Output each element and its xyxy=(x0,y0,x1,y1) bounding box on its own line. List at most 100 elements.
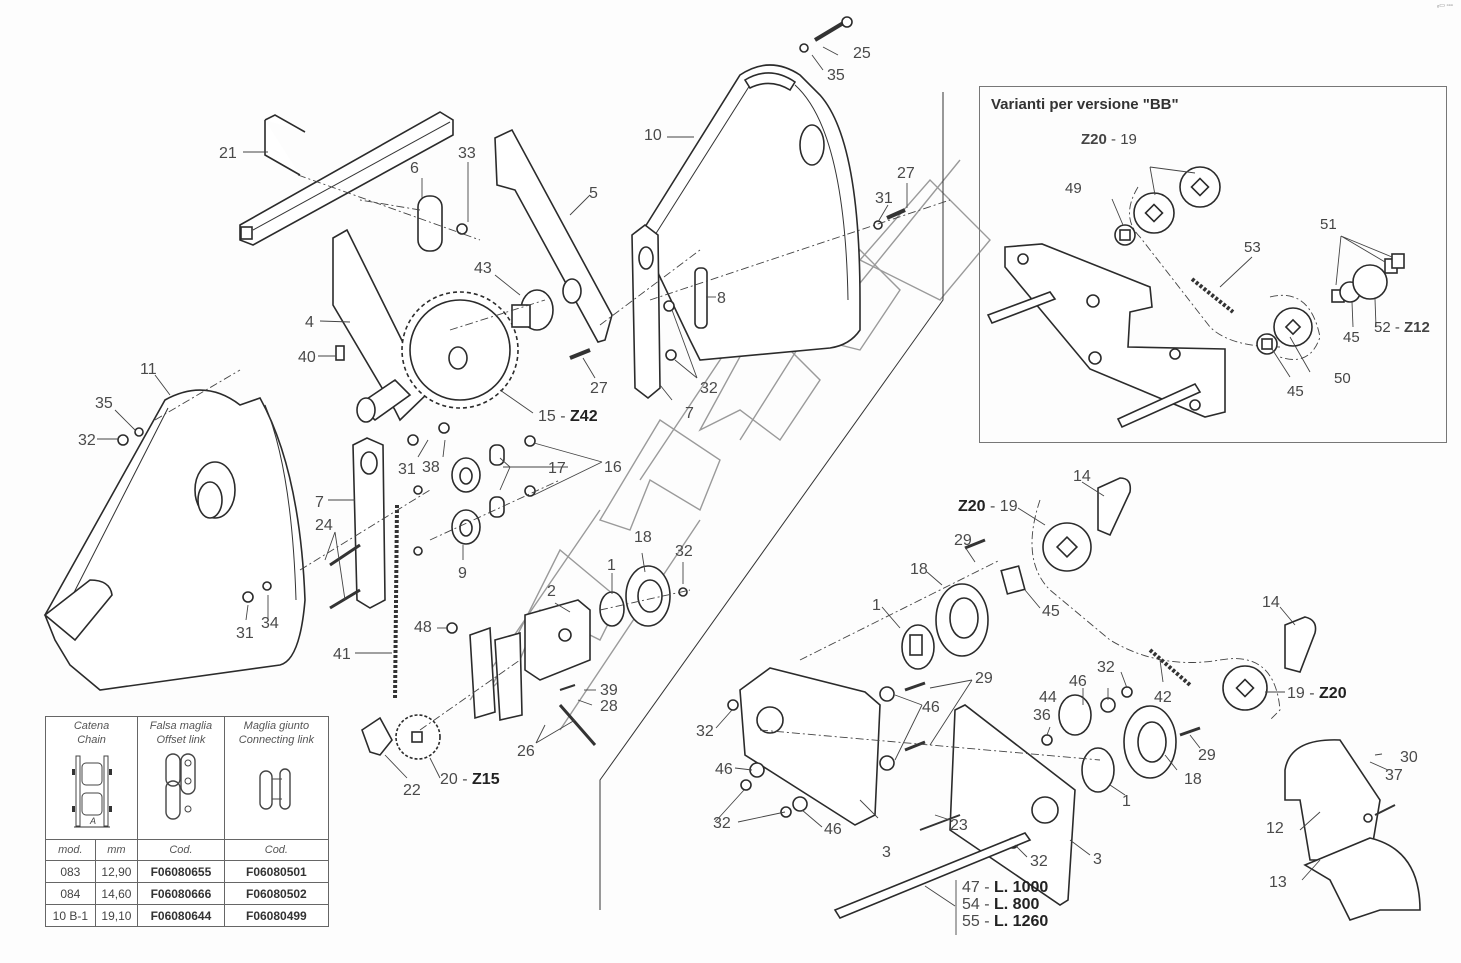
callout-27: 27 xyxy=(897,165,915,182)
part-22-clamp xyxy=(361,716,393,756)
offset-link-icon xyxy=(165,753,196,820)
part-5-bracket xyxy=(494,128,613,343)
table-row: 10 B-1 19,10 F06080644 F06080499 xyxy=(45,904,330,927)
shaft-54: 54 - L. 800 xyxy=(962,896,1039,913)
part-10-frame xyxy=(639,64,861,361)
callout-3: 3 xyxy=(882,844,891,861)
variant-callout-50: 50 xyxy=(1334,370,1351,387)
part-3-plate-left xyxy=(739,667,881,826)
callout-1: 1 xyxy=(607,557,616,574)
variant-callout-45b: 45 xyxy=(1287,383,1304,400)
subheader-cod-connecting: Cod. xyxy=(223,839,330,861)
corner-mark: ₒ▭ ▫▫▫ xyxy=(1437,3,1453,9)
table-row: 083 12,90 F06080655 F06080501 xyxy=(45,860,330,883)
variant-callout-52-z12: 52 - Z12 xyxy=(1374,319,1430,336)
cell-mm: 12,90 xyxy=(94,860,139,883)
clamp-14-upper xyxy=(1097,477,1132,537)
callout-18b: 18 xyxy=(910,561,928,578)
nut-33 xyxy=(456,223,468,235)
cell-connecting-code: F06080501 xyxy=(223,860,330,883)
callout-25: 25 xyxy=(853,45,871,62)
cell-mm: 19,10 xyxy=(94,904,139,927)
chain-42 xyxy=(1148,648,1192,687)
variant-bb-drawing xyxy=(986,166,1405,429)
subheader-mm: mm xyxy=(94,839,139,861)
connecting-link-icon xyxy=(259,768,292,810)
callout-32c: 32 xyxy=(675,543,693,560)
cell-offset-code: F06080655 xyxy=(137,860,225,883)
subheader-mod: mod. xyxy=(45,839,96,861)
callout-35b: 35 xyxy=(95,395,113,412)
callout-29b: 29 xyxy=(975,670,993,687)
callout-29c: 29 xyxy=(1198,747,1216,764)
callout-46d: 46 xyxy=(824,821,842,838)
callout-31b: 31 xyxy=(398,461,416,478)
variant-callout-53: 53 xyxy=(1244,239,1261,256)
cell-mm: 14,60 xyxy=(94,882,139,905)
cell-mod: 10 B-1 xyxy=(45,904,96,927)
variant-bb-box: Varianti per versione "BB" xyxy=(979,86,1447,443)
header-connecting-link: Maglia giunto Connecting link xyxy=(223,716,330,840)
callout-46b: 46 xyxy=(1069,673,1087,690)
callout-45: 45 xyxy=(1042,603,1060,620)
cell-connecting-code: F06080499 xyxy=(223,904,330,927)
callout-44: 44 xyxy=(1039,689,1057,706)
callout-14b: 14 xyxy=(1262,594,1280,611)
part-2-tensioner xyxy=(469,599,591,721)
callout-1b: 1 xyxy=(872,597,881,614)
part-7-link-lower xyxy=(352,437,386,609)
callout-29: 29 xyxy=(954,532,972,549)
callout-31: 31 xyxy=(875,190,893,207)
callout-46: 46 xyxy=(922,699,940,716)
bearing-1-lower xyxy=(1081,747,1115,793)
clamp-14-lower xyxy=(1284,616,1317,673)
callout-10: 10 xyxy=(644,127,662,144)
callout-4: 4 xyxy=(305,314,314,331)
callout-2: 2 xyxy=(547,583,556,600)
callout-24: 24 xyxy=(315,517,333,534)
callout-z20-19: Z20 - 19 xyxy=(958,498,1018,515)
part-4-bracket xyxy=(332,228,429,422)
table-row: 084 14,60 F06080666 F06080502 xyxy=(45,882,330,905)
callout-32b: 32 xyxy=(78,432,96,449)
callout-48: 48 xyxy=(414,619,432,636)
cell-offset-code: F06080644 xyxy=(137,904,225,927)
callout-22: 22 xyxy=(403,782,421,799)
guard-13 xyxy=(1303,837,1421,921)
cell-connecting-code: F06080502 xyxy=(223,882,330,905)
bolt-25 xyxy=(799,16,853,53)
callout-5: 5 xyxy=(589,185,598,202)
callout-14: 14 xyxy=(1073,468,1091,485)
callout-41: 41 xyxy=(333,646,351,663)
callout-32g: 32 xyxy=(1030,853,1048,870)
variant-title: Varianti per versione "BB" xyxy=(991,96,1179,113)
callout-3b: 3 xyxy=(1093,851,1102,868)
callout-18c: 18 xyxy=(1184,771,1202,788)
callout-15-z42: 15 - Z42 xyxy=(538,408,598,425)
callout-36: 36 xyxy=(1033,707,1051,724)
part-21-ubolt-tube xyxy=(239,111,454,246)
callout-8: 8 xyxy=(717,290,726,307)
hub-43 xyxy=(511,289,554,331)
gear-15-z42 xyxy=(401,291,519,409)
callout-43: 43 xyxy=(474,260,492,277)
callout-37: 37 xyxy=(1385,767,1403,784)
variant-callout-z20-19: Z20 - 19 xyxy=(1081,131,1137,148)
callout-17: 17 xyxy=(548,460,566,477)
callout-33: 33 xyxy=(458,145,476,162)
part-3-plate-right xyxy=(949,704,1076,906)
callout-26: 26 xyxy=(517,743,535,760)
callout-40: 40 xyxy=(298,349,316,366)
shaft-47: 47 - L. 1000 xyxy=(962,879,1048,896)
shaft-length-list: 47 - L. 1000 54 - L. 800 55 - L. 1260 xyxy=(962,879,1048,930)
callout-13: 13 xyxy=(1269,874,1287,891)
chain-41 xyxy=(393,504,399,701)
callout-32f: 32 xyxy=(713,815,731,832)
callout-28: 28 xyxy=(600,698,618,715)
cell-mod: 084 xyxy=(45,882,96,905)
spacer-44 xyxy=(1058,694,1092,736)
callout-9: 9 xyxy=(458,565,467,582)
variant-callout-51: 51 xyxy=(1320,216,1337,233)
callout-7b: 7 xyxy=(315,494,324,511)
